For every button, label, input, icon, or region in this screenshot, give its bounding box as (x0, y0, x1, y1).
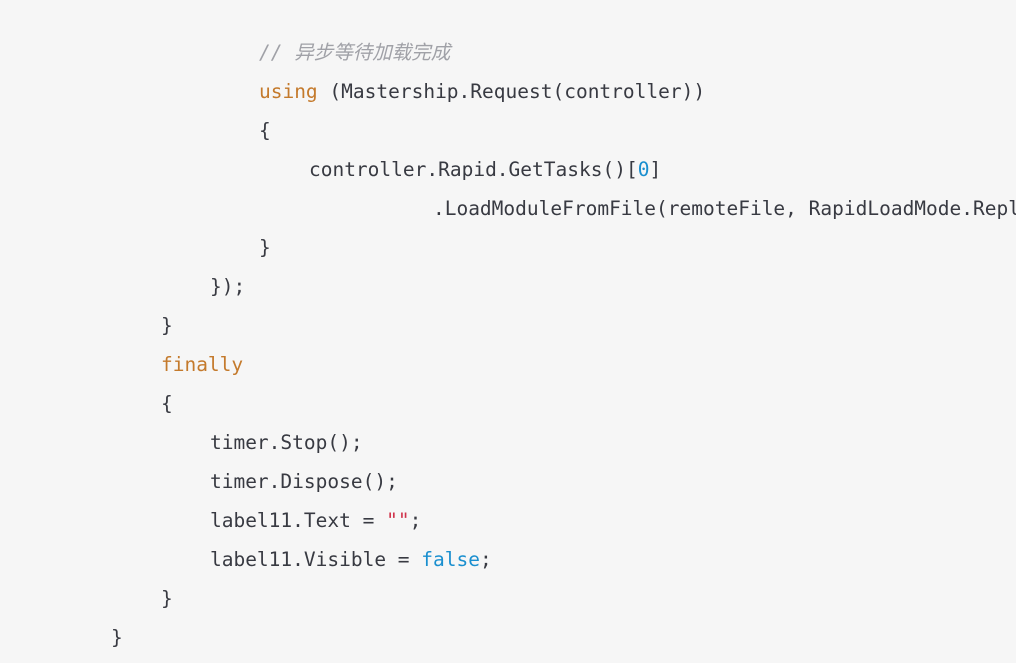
lambda-close-token: }); (209, 275, 246, 298)
code-line-finally: finally (114, 320, 243, 376)
code-line-open-brace: { (212, 86, 271, 142)
code-line-close-try: } (114, 281, 173, 337)
keyword-finally: finally (160, 353, 244, 376)
string-token: "" (386, 509, 410, 532)
label-text-assignment: label11.Text = (209, 509, 387, 532)
comment-token: // 异步等待加载完成 (258, 41, 451, 64)
brace-token: { (160, 392, 173, 415)
brace-token: } (160, 587, 173, 610)
code-line-timer-dispose: timer.Dispose(); (163, 437, 398, 493)
code-line-open-finally: { (114, 359, 173, 415)
code-line-close-finally: } (114, 554, 173, 610)
get-tasks-call: controller.Rapid.GetTasks()[ (308, 158, 638, 181)
brace-token: } (160, 314, 173, 337)
code-line-get-tasks: controller.Rapid.GetTasks()[0] (262, 125, 661, 181)
brace-token: } (110, 626, 123, 649)
number-token: 0 (637, 158, 650, 181)
code-line-comment: // 异步等待加载完成 (212, 8, 450, 64)
label-visible-assignment: label11.Visible = (209, 548, 422, 571)
bracket-token: ] (649, 158, 662, 181)
semicolon-token: ; (409, 509, 422, 532)
timer-stop-call: timer.Stop(); (209, 431, 363, 454)
semicolon-token: ; (480, 548, 492, 571)
using-expression: (Mastership.Request(controller)) (317, 80, 706, 103)
code-line-close-lambda: }); (163, 242, 245, 298)
code-line-label-text: label11.Text = ""; (163, 476, 421, 532)
keyword-using: using (258, 80, 318, 103)
load-module-call: .LoadModuleFromFile(remoteFile, RapidLoa… (432, 197, 1016, 220)
code-line-load-module: .LoadModuleFromFile(remoteFile, RapidLoa… (386, 164, 1016, 220)
timer-dispose-call: timer.Dispose(); (209, 470, 398, 493)
brace-token: } (258, 236, 271, 259)
code-line-timer-stop: timer.Stop(); (163, 398, 363, 454)
code-line-using: using (Mastership.Request(controller)) (212, 47, 705, 103)
code-line-label-visible: label11.Visible = false; (163, 515, 492, 571)
code-line-close-brace: } (212, 203, 271, 259)
brace-token: { (258, 119, 271, 142)
code-line-close-method: } (64, 593, 123, 649)
boolean-token: false (421, 548, 480, 571)
